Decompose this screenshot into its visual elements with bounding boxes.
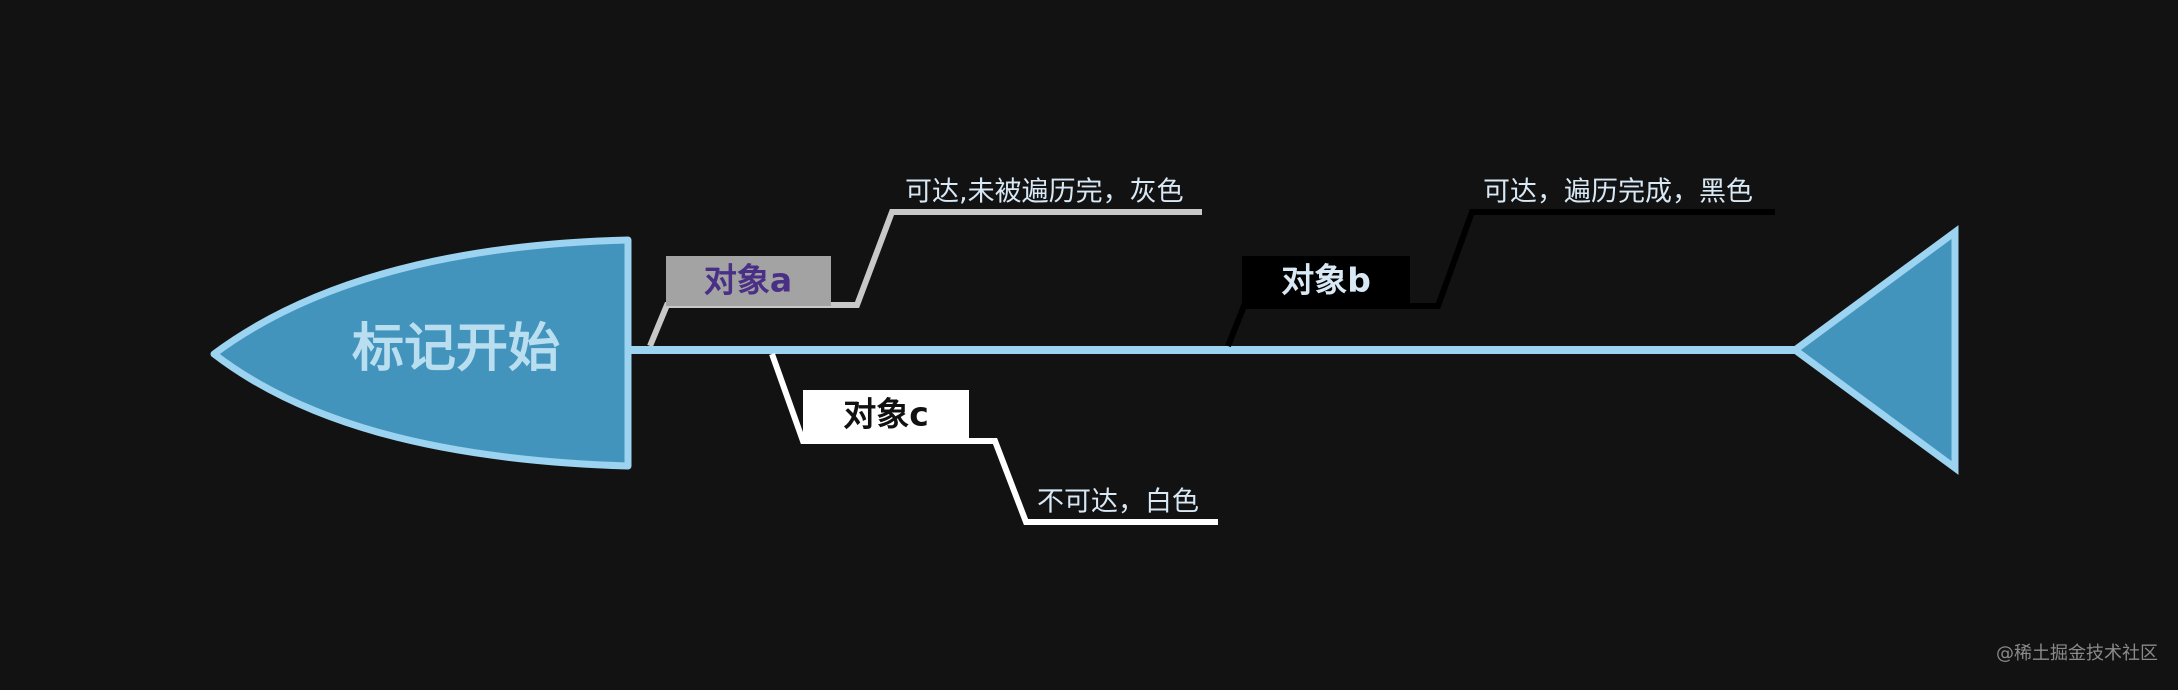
node-b-note: 可达，遍历完成，黑色 [1483, 177, 1753, 208]
node-a-label: 对象a [704, 261, 792, 300]
node-b-label: 对象b [1281, 261, 1371, 300]
node-c-label: 对象c [843, 395, 929, 434]
fish-head-shape [210, 236, 632, 470]
branch-line-a [647, 209, 1202, 348]
node-a-box [666, 256, 831, 306]
node-c-box [803, 390, 969, 441]
node-b-box [1242, 256, 1410, 306]
branch-line-b [1225, 209, 1775, 348]
branch-line-c [769, 352, 1218, 525]
node-a-note: 可达,未被遍历完，灰色 [905, 177, 1184, 208]
fish-tail-shape [1789, 225, 1959, 475]
fish-head-label: 标记开始 [352, 319, 560, 379]
watermark-text: @稀土掘金技术社区 [1996, 643, 2158, 664]
node-c-note: 不可达，白色 [1037, 487, 1199, 518]
